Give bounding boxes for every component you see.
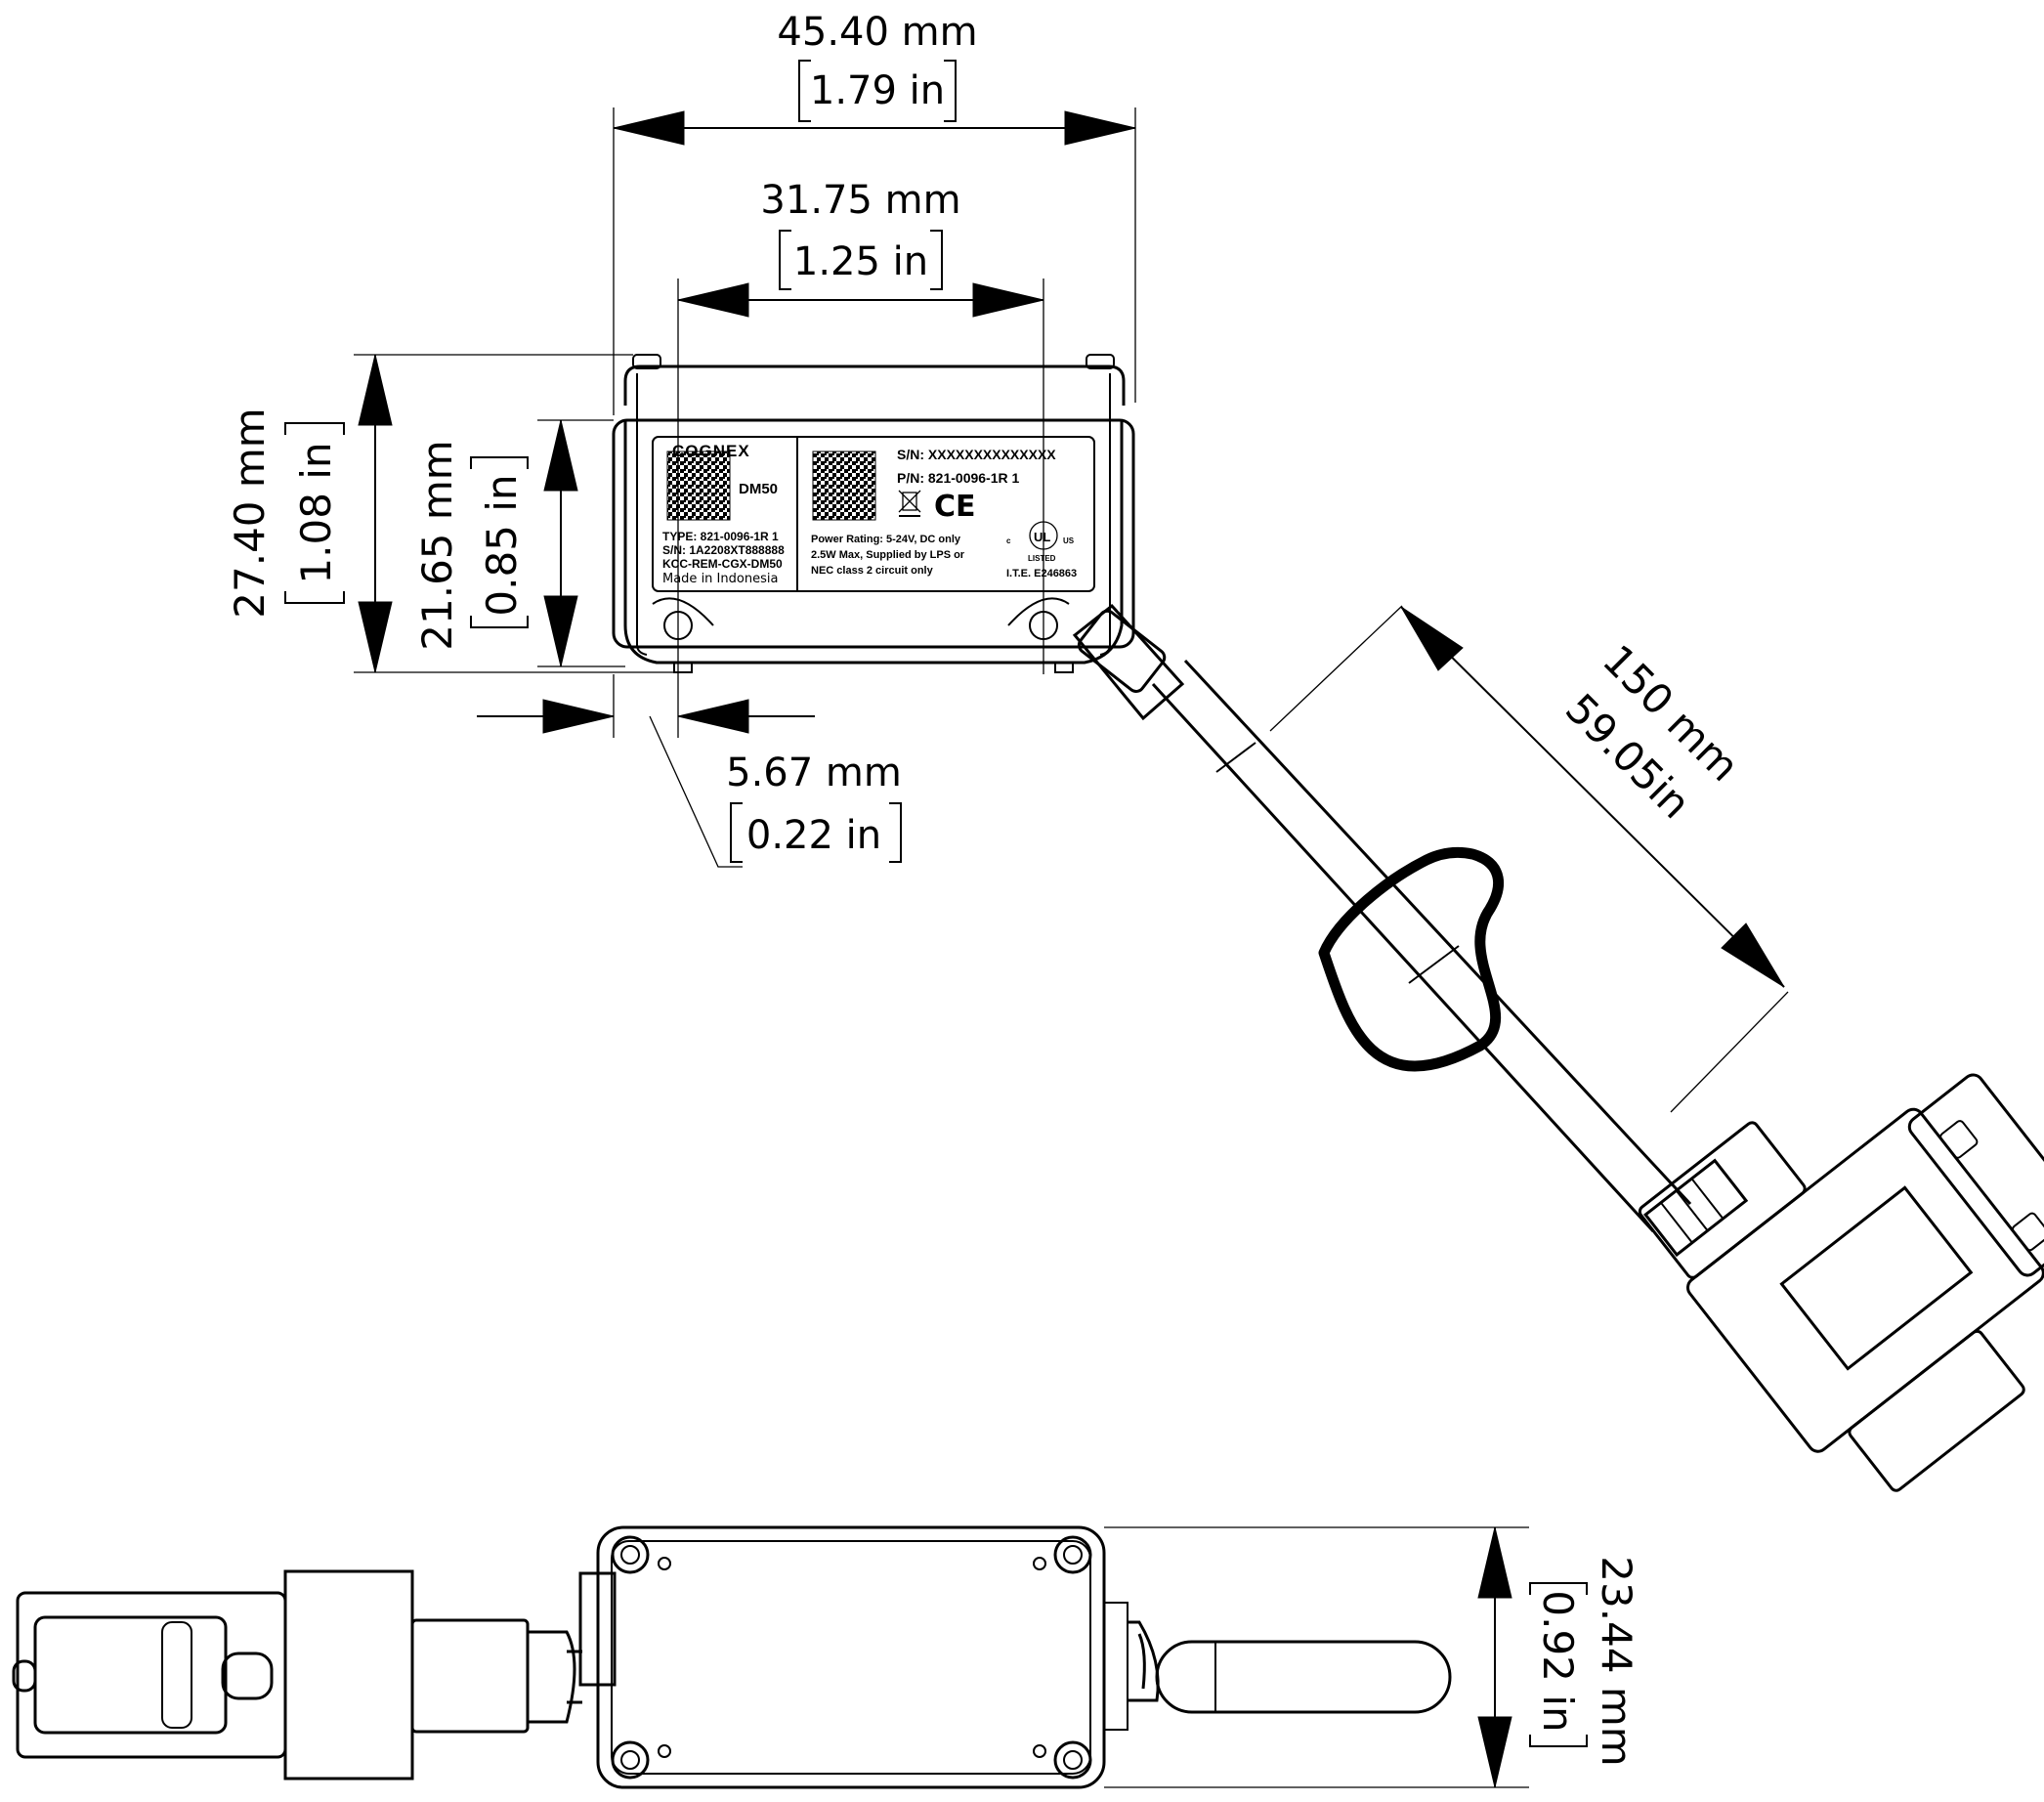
label-power-2: 2.5W Max, Supplied by LPS or — [811, 549, 965, 561]
label-kcc: KCC-REM-CGX-DM50 — [662, 557, 783, 571]
top-view-device — [12, 1525, 1452, 1789]
dim-overall-width-mm: 45.40 mm — [777, 10, 977, 55]
label-pn: P/N: 821-0096-1R 1 — [897, 470, 1020, 486]
label-brand: COGNEX — [672, 442, 750, 460]
dim-flange-offset: 5.67 mm 0.22 in — [726, 751, 902, 863]
dim-hole-spacing: 31.75 mm 1.25 in — [760, 178, 961, 290]
weee-bin-icon — [898, 490, 921, 517]
screw-icon — [1053, 1535, 1092, 1574]
label-type: TYPE: 821-0096-1R 1 — [662, 530, 779, 543]
svg-text:c: c — [1006, 536, 1011, 545]
dimension-lines — [354, 107, 1789, 1788]
dim-overall-width-in: 1.79 in — [810, 68, 945, 113]
dim-flange-offset-mm: 5.67 mm — [726, 751, 902, 795]
dim-cable-length: 150 mm 59.05in — [1556, 635, 1749, 828]
dim-overall-width: 45.40 mm 1.79 in — [777, 10, 978, 122]
label-made-in: Made in Indonesia — [662, 572, 778, 586]
dim-hole-spacing-mm: 31.75 mm — [760, 178, 960, 223]
ce-mark: CE — [934, 490, 976, 524]
screw-icon — [611, 1535, 650, 1574]
screw-icon — [611, 1740, 650, 1780]
front-view-device: COGNEX DM50 TYPE: 821-0096-1R 1 S/N: 1A2… — [612, 354, 1135, 673]
ul-mark-icon: UL c US LISTED — [1006, 521, 1075, 563]
dim-depth: 23.44 mm 0.92 in — [1529, 1556, 1640, 1767]
dim-hole-spacing-in: 1.25 in — [793, 239, 928, 284]
dim-body-height: 21.65 mm 0.85 in — [413, 440, 529, 651]
dim-overall-height: 27.40 mm 1.08 in — [226, 408, 345, 619]
dim-overall-height-in: 1.08 in — [292, 442, 340, 583]
label-power-3: NEC class 2 circuit only — [811, 565, 934, 577]
label-sn-right: S/N: XXXXXXXXXXXXXX — [897, 447, 1056, 462]
dim-flange-offset-in: 0.22 in — [746, 813, 881, 858]
label-power-1: Power Rating: 5-24V, DC only — [811, 534, 961, 545]
dim-depth-in: 0.92 in — [1534, 1590, 1582, 1732]
dim-body-height-mm: 21.65 mm — [413, 440, 461, 650]
datamatrix-icon — [666, 450, 731, 521]
dim-body-height-in: 0.85 in — [478, 474, 526, 616]
svg-text:US: US — [1063, 536, 1075, 545]
label-ite: I.T.E. E246863 — [1006, 568, 1077, 579]
cable-assembly — [1072, 603, 2044, 1492]
label-model: DM50 — [739, 481, 778, 497]
svg-text:UL: UL — [1034, 530, 1050, 544]
label-sn-left: S/N: 1A2208XT888888 — [662, 543, 785, 557]
screw-icon — [1053, 1740, 1092, 1780]
datamatrix-icon — [812, 450, 876, 521]
svg-text:LISTED: LISTED — [1028, 554, 1056, 563]
dim-depth-mm: 23.44 mm — [1593, 1556, 1640, 1766]
cable-break-symbol — [1318, 846, 1504, 1072]
dim-overall-height-mm: 27.40 mm — [226, 408, 274, 618]
